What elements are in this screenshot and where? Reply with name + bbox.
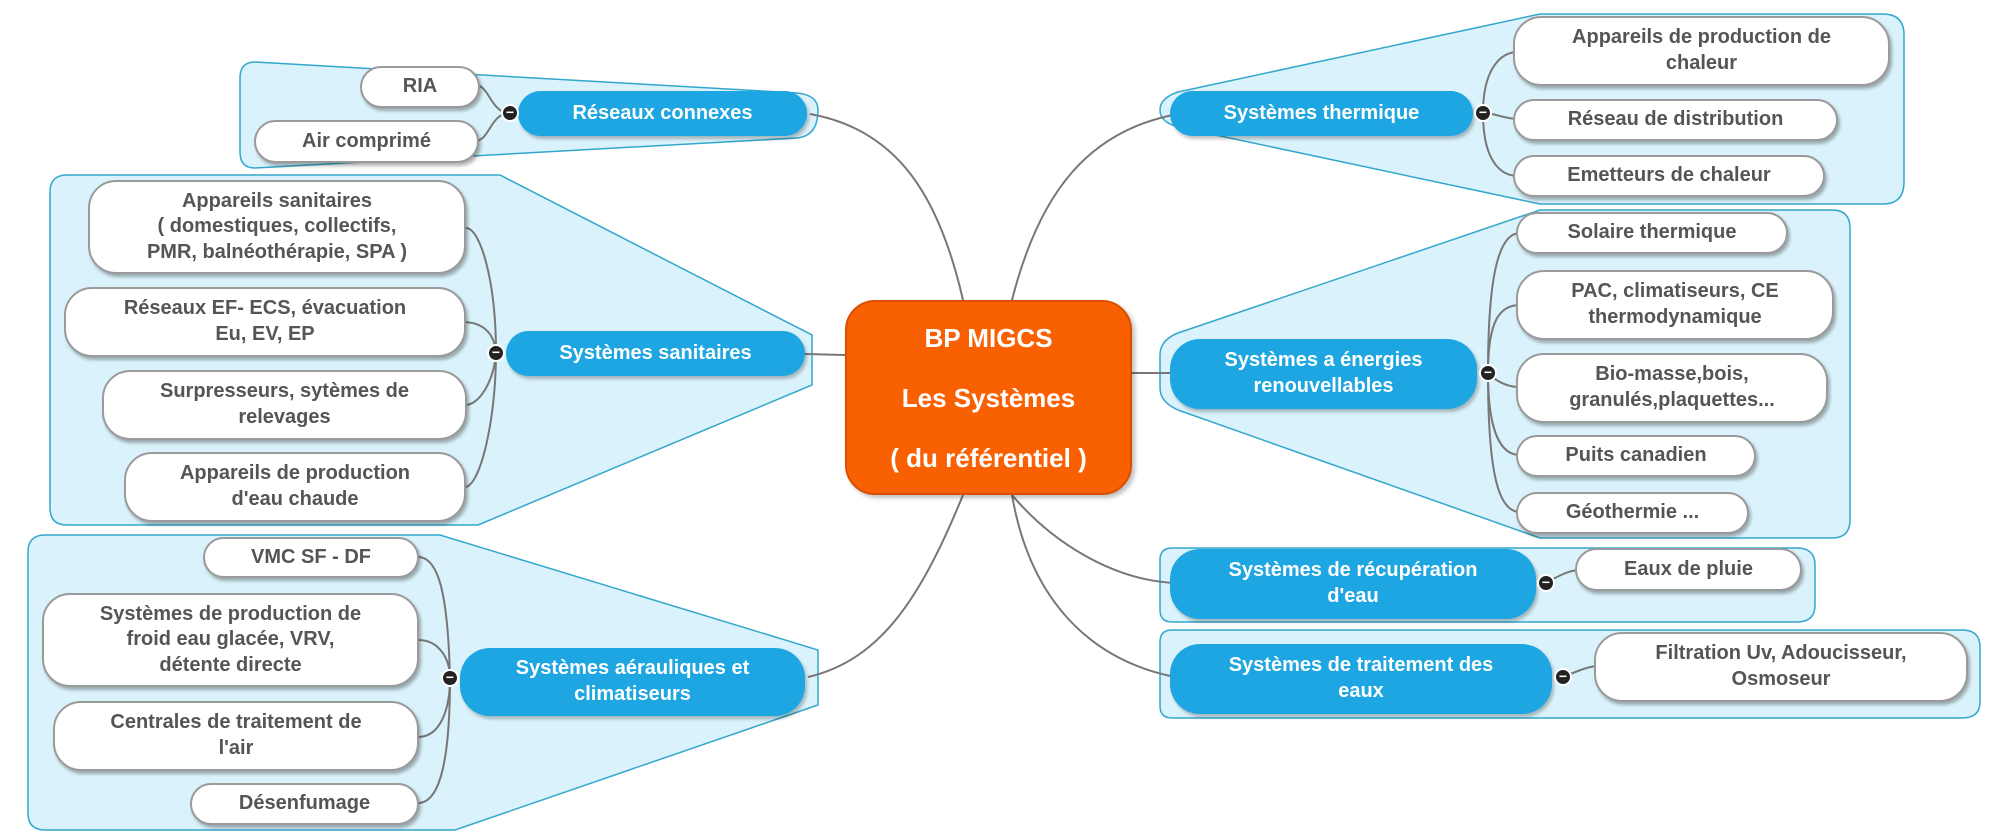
- collapse-icon[interactable]: −: [441, 669, 459, 687]
- collapse-icon[interactable]: −: [1474, 104, 1492, 122]
- leaf-bio-masse[interactable]: Bio-masse,bois, granulés,plaquettes...: [1516, 353, 1828, 423]
- branch-systemes-thermique[interactable]: Systèmes thermique: [1170, 91, 1473, 136]
- leaf-centrales-traitement-air[interactable]: Centrales de traitement de l'air: [53, 701, 419, 771]
- central-title: BP MIGCS: [924, 322, 1053, 353]
- collapse-icon[interactable]: −: [1479, 364, 1497, 382]
- central-reference: ( du référentiel ): [890, 442, 1087, 473]
- leaf-air-comprime[interactable]: Air comprimé: [254, 120, 479, 163]
- collapse-icon[interactable]: −: [1537, 574, 1555, 592]
- collapse-icon[interactable]: −: [487, 344, 505, 362]
- central-topic[interactable]: BP MIGCS Les Systèmes ( du référentiel ): [845, 300, 1132, 495]
- leaf-geothermie[interactable]: Géothermie ...: [1516, 492, 1749, 534]
- leaf-desenfumage[interactable]: Désenfumage: [190, 783, 419, 825]
- branch-systemes-sanitaires[interactable]: Systèmes sanitaires: [506, 331, 805, 376]
- branch-systemes-traitement[interactable]: Systèmes de traitement des eaux: [1170, 644, 1552, 714]
- leaf-pac-climatiseurs[interactable]: PAC, climatiseurs, CE thermodynamique: [1516, 270, 1834, 340]
- leaf-production-froid[interactable]: Systèmes de production de froid eau glac…: [42, 593, 419, 687]
- leaf-appareils-sanitaires[interactable]: Appareils sanitaires ( domestiques, coll…: [88, 180, 466, 274]
- central-subtitle: Les Systèmes: [901, 382, 1076, 413]
- leaf-production-eau-chaude[interactable]: Appareils de production d'eau chaude: [124, 452, 466, 522]
- branch-systemes-aerauliques[interactable]: Systèmes aérauliques et climatiseurs: [460, 648, 805, 716]
- leaf-surpresseurs[interactable]: Surpresseurs, sytèmes de relevages: [102, 370, 467, 440]
- collapse-icon[interactable]: −: [501, 104, 519, 122]
- leaf-reseaux-ef-ecs[interactable]: Réseaux EF- ECS, évacuation Eu, EV, EP: [64, 287, 466, 357]
- branch-systemes-renouvelables[interactable]: Systèmes a énergies renouvellables: [1170, 339, 1477, 409]
- leaf-ria[interactable]: RIA: [360, 66, 480, 108]
- leaf-reseau-distribution[interactable]: Réseau de distribution: [1513, 99, 1838, 141]
- leaf-production-chaleur[interactable]: Appareils de production de chaleur: [1513, 16, 1890, 86]
- collapse-icon[interactable]: −: [1554, 668, 1572, 686]
- branch-reseaux-connexes[interactable]: Réseaux connexes: [518, 91, 807, 136]
- branch-systemes-recuperation[interactable]: Systèmes de récupération d'eau: [1170, 549, 1536, 619]
- leaf-emetteurs-chaleur[interactable]: Emetteurs de chaleur: [1513, 155, 1825, 197]
- leaf-vmc[interactable]: VMC SF - DF: [203, 537, 419, 578]
- leaf-puits-canadien[interactable]: Puits canadien: [1516, 435, 1756, 477]
- leaf-eaux-de-pluie[interactable]: Eaux de pluie: [1575, 548, 1802, 591]
- leaf-filtration-uv[interactable]: Filtration Uv, Adoucisseur, Osmoseur: [1594, 632, 1968, 702]
- leaf-solaire-thermique[interactable]: Solaire thermique: [1516, 212, 1788, 254]
